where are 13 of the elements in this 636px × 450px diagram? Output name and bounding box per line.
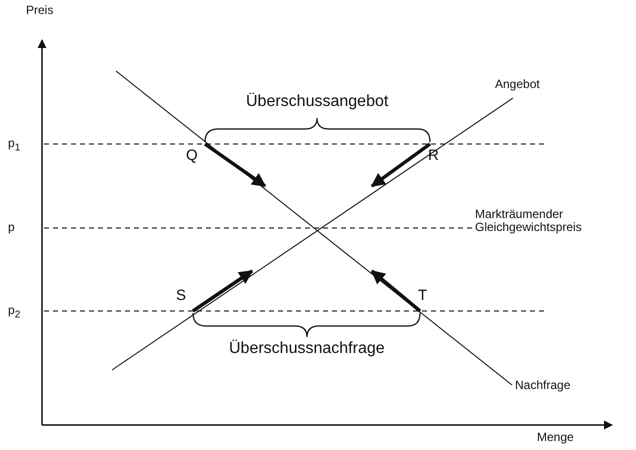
axis-title: Preis bbox=[26, 4, 54, 18]
tick-label: p$_{2}$ bbox=[8, 304, 20, 320]
point-label: T bbox=[418, 288, 428, 304]
point-label: R bbox=[428, 148, 439, 164]
point-label: S bbox=[176, 288, 186, 304]
curve-label: Nachfrage bbox=[515, 379, 570, 392]
bracket-label: Überschussangebot bbox=[246, 93, 388, 111]
axis-title: Menge bbox=[537, 431, 574, 444]
curve-label: Angebot bbox=[495, 78, 540, 92]
tick-label: p bbox=[8, 221, 15, 234]
bracket-label: Überschussnachfrage bbox=[229, 340, 385, 358]
tick-label: p$_{1}$ bbox=[8, 137, 20, 154]
point-label: Q bbox=[186, 148, 198, 164]
